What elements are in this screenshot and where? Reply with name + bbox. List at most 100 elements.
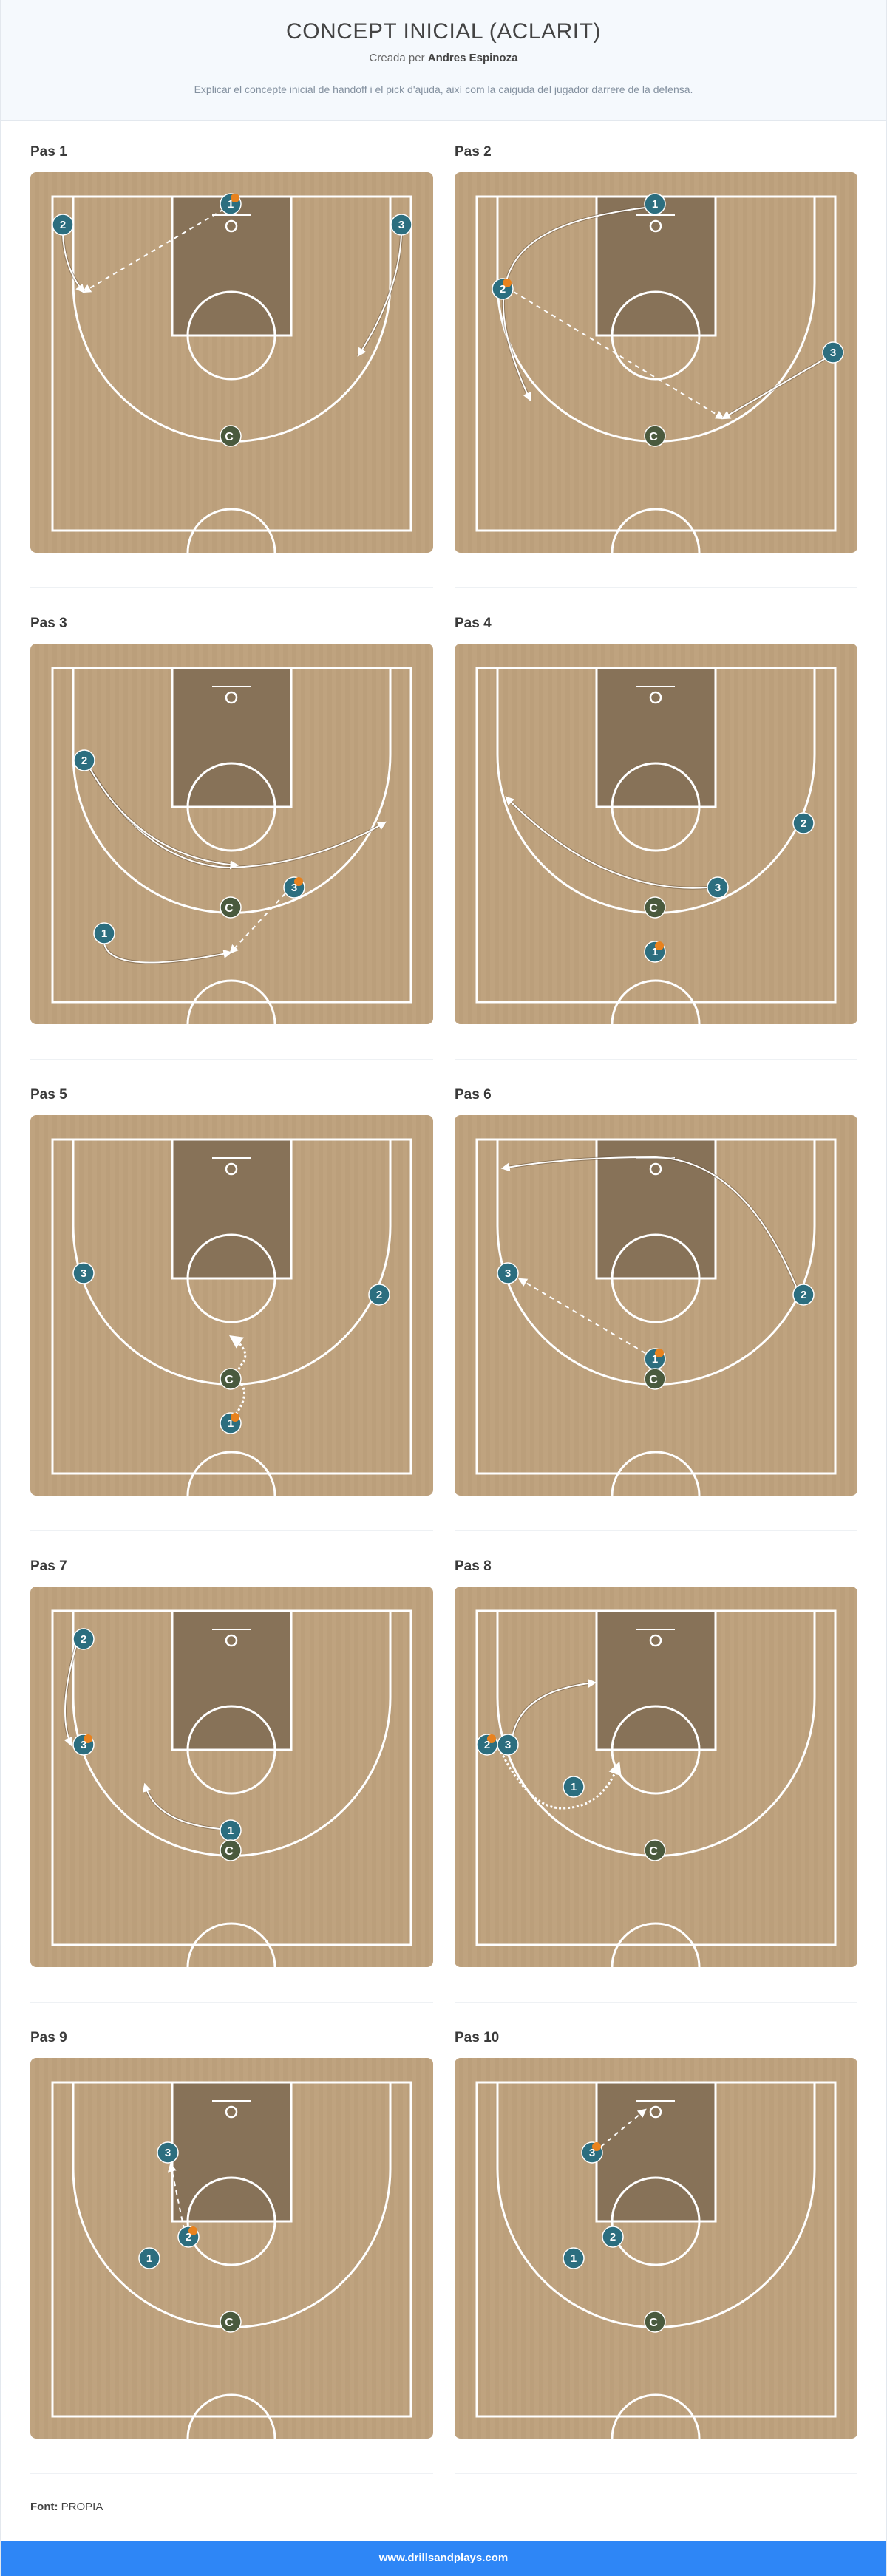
step-separator [30,2473,433,2474]
player-1[interactable]: 1 [220,193,242,215]
player-number: 2 [801,1289,806,1301]
player-number: 1 [228,198,234,211]
coach-marker[interactable]: C [220,2311,242,2333]
player-number: 1 [228,1824,234,1837]
player-1[interactable]: 1 [563,2247,585,2269]
player-number: 1 [652,946,658,958]
player-number: 3 [165,2147,171,2159]
page-header: CONCEPT INICIAL (ACLARIT) Creada per And… [1,0,886,121]
step-separator [455,2473,857,2474]
coach-marker[interactable]: C [644,1839,666,1861]
player-2[interactable]: 2 [476,1734,498,1756]
coach-label: C [225,1845,234,1858]
court-diagram: 1 2 3C [30,644,433,1024]
author-line: Creada per Andres Espinoza [1,52,886,64]
movement-arrow [103,943,233,964]
player-1[interactable]: 1 [644,1348,666,1370]
court-floor [455,172,857,553]
player-1[interactable]: 1 [138,2247,160,2269]
player-number: 3 [715,882,721,894]
step-separator [30,2002,433,2003]
player-3[interactable]: 3 [157,2141,179,2164]
ball-icon [487,1734,496,1743]
court-floor [30,1587,433,1967]
player-1[interactable]: 1 [644,193,666,215]
step-title: Pas 6 [455,1087,492,1103]
coach-marker[interactable]: C [644,425,666,447]
court-diagram: 1 2 3C [30,172,433,553]
player-3[interactable]: 3 [390,214,412,236]
ball-icon [655,1349,664,1357]
player-1[interactable]: 1 [563,1776,585,1798]
court-floor [455,2058,857,2439]
coach-marker[interactable]: C [220,425,242,447]
source-value: PROPIA [61,2501,103,2513]
player-number: 2 [81,754,87,767]
player-3[interactable]: 3 [283,876,305,899]
player-3[interactable]: 3 [497,1734,519,1756]
player-2[interactable]: 2 [602,2226,624,2248]
player-3[interactable]: 3 [72,1734,95,1756]
player-2[interactable]: 2 [368,1284,390,1306]
step-separator [455,1059,857,1060]
player-2[interactable]: 2 [177,2226,200,2248]
player-2[interactable]: 2 [52,214,74,236]
player-2[interactable]: 2 [792,812,815,834]
player-2[interactable]: 2 [492,278,514,300]
paint-area [172,197,291,335]
player-number: 3 [81,1267,86,1280]
player-number: 2 [81,1633,86,1646]
court-diagram: 1 2 3C [455,2058,857,2439]
movement-arrow [89,767,239,870]
movement-arrow [64,1645,77,1747]
author-prefix: Creada per [369,52,425,64]
player-number: 1 [652,198,658,211]
player-3[interactable]: 3 [822,341,844,364]
player-3[interactable]: 3 [581,2141,603,2164]
court-floor [30,1115,433,1496]
pass-arrow [81,208,225,293]
court-diagram: 1 2 3C [455,644,857,1024]
player-number: 1 [571,2252,577,2265]
player-3[interactable]: 3 [497,1262,519,1284]
player-number: 3 [291,882,297,894]
court-floor [30,172,433,553]
coach-marker[interactable]: C [220,1368,242,1390]
coach-marker[interactable]: C [220,896,242,919]
step-title: Pas 9 [30,2030,67,2045]
coach-label: C [649,1374,658,1386]
step-title: Pas 5 [30,1087,67,1103]
player-1[interactable]: 1 [93,922,115,944]
court-floor [455,644,857,1024]
coach-label: C [649,902,658,915]
coach-label: C [225,1374,234,1386]
coach-label: C [225,431,234,443]
player-1[interactable]: 1 [220,1819,242,1841]
footer-link[interactable]: www.drillsandplays.com [1,2541,886,2576]
player-3[interactable]: 3 [72,1262,95,1284]
court-floor [30,644,433,1024]
player-2[interactable]: 2 [792,1284,815,1306]
coach-label: C [649,1845,658,1858]
paint-area [172,668,291,807]
player-3[interactable]: 3 [707,876,729,899]
player-number: 2 [376,1289,382,1301]
coach-marker[interactable]: C [644,1368,666,1390]
coach-marker[interactable]: C [220,1839,242,1861]
player-2[interactable]: 2 [72,1628,95,1650]
ball-icon [231,1413,239,1422]
movement-arrow [505,796,708,889]
player-1[interactable]: 1 [644,941,666,963]
step-separator [30,1530,433,1531]
movement-arrow [357,234,402,358]
player-number: 2 [484,1739,490,1751]
player-1[interactable]: 1 [220,1412,242,1434]
step-title: Pas 3 [30,616,67,631]
court-diagram: 1 2 3C [30,1587,433,1967]
coach-marker[interactable]: C [644,2311,666,2333]
coach-marker[interactable]: C [644,896,666,919]
player-2[interactable]: 2 [73,749,95,771]
